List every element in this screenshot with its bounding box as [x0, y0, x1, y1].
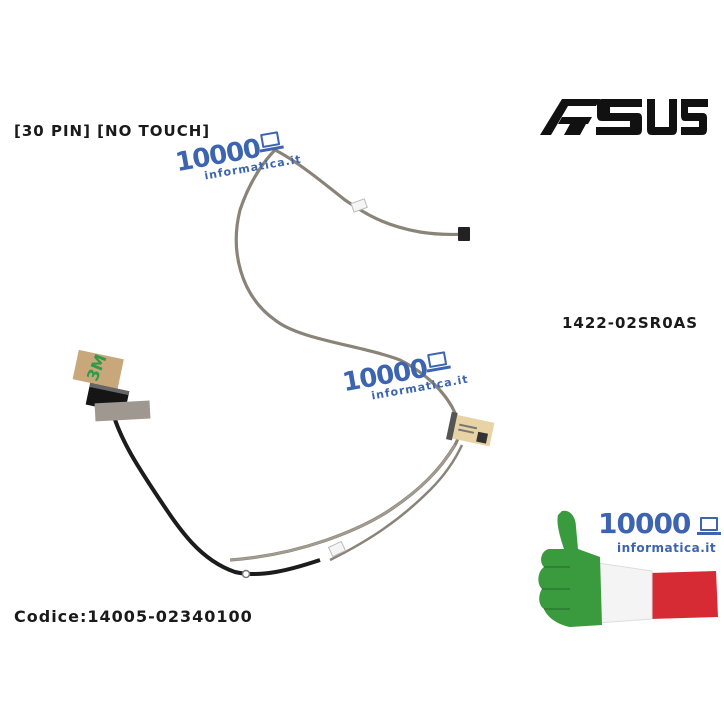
svg-text:®: ® — [700, 100, 706, 107]
asus-logo: ® — [540, 99, 708, 135]
shop-badge: 10000 informatica.it — [530, 505, 724, 635]
secondary-connector — [445, 411, 495, 447]
laptop-icon — [427, 351, 448, 369]
badge-brand-number: 10000 — [598, 507, 691, 540]
laptop-icon — [697, 517, 721, 535]
foil-tape — [94, 400, 151, 422]
cable-black — [110, 409, 321, 577]
italian-thumbs-up-icon — [538, 510, 718, 627]
product-code-label: Codice:14005-02340100 — [14, 607, 253, 626]
part-number-label: 1422-02SR0AS — [562, 314, 699, 332]
small-connector — [458, 227, 470, 241]
laptop-icon — [260, 131, 281, 149]
cable-clip — [350, 198, 368, 213]
spec-label: [30 PIN] [NO TOUCH] — [14, 122, 211, 140]
cable-ring — [241, 569, 251, 579]
badge-domain: informatica.it — [617, 541, 717, 555]
